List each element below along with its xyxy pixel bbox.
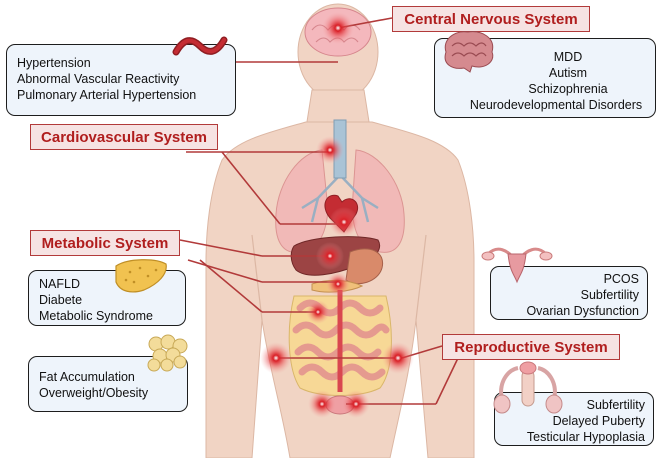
condition-label: Autism bbox=[548, 66, 588, 80]
condition-label: Pulmonary Arterial Hypertension bbox=[17, 88, 197, 102]
male-reproductive-icon bbox=[493, 361, 563, 414]
condition-label: Ovarian Dysfunction bbox=[526, 304, 639, 318]
liver-icon bbox=[115, 259, 167, 293]
condition-label: Subfertility bbox=[580, 288, 639, 302]
condition-label: Diabete bbox=[39, 293, 83, 307]
condition-label: Metabolic Syndrome bbox=[39, 309, 153, 323]
header-cardiovascular-system: Cardiovascular System bbox=[30, 124, 218, 150]
blood-vessel-icon bbox=[172, 36, 228, 56]
connector-lines bbox=[179, 17, 459, 405]
condition-label: Overweight/Obesity bbox=[39, 386, 149, 400]
condition-label: MDD bbox=[553, 50, 583, 64]
condition-label: Subfertility bbox=[586, 398, 645, 412]
condition-label: Delayed Puberty bbox=[552, 414, 645, 428]
fat-cells-icon bbox=[147, 334, 188, 372]
hotspots bbox=[260, 12, 414, 418]
lungs-organ bbox=[275, 149, 405, 253]
header-metabolic-system: Metabolic System bbox=[30, 230, 180, 256]
header-reproductive-system: Reproductive System bbox=[442, 334, 620, 360]
condition-label: Testicular Hypoplasia bbox=[526, 430, 645, 444]
condition-label: NAFLD bbox=[39, 277, 80, 291]
condition-label: PCOS bbox=[603, 272, 639, 286]
testis-conditions-box: Subfertility Delayed Puberty Testicular … bbox=[494, 392, 654, 446]
header-central-nervous-system: Central Nervous System bbox=[392, 6, 590, 32]
brain-icon bbox=[444, 31, 494, 73]
condition-label: Schizophrenia bbox=[528, 82, 608, 96]
intestines-organ bbox=[288, 290, 392, 396]
condition-label: Hypertension bbox=[17, 56, 91, 70]
condition-label: Abnormal Vascular Reactivity bbox=[17, 72, 180, 86]
cardiovascular-conditions-box: Hypertension Abnormal Vascular Reactivit… bbox=[6, 44, 236, 116]
uterus-icon bbox=[481, 247, 553, 284]
condition-label: Neurodevelopmental Disorders bbox=[469, 98, 643, 112]
condition-label: Fat Accumulation bbox=[39, 370, 135, 384]
